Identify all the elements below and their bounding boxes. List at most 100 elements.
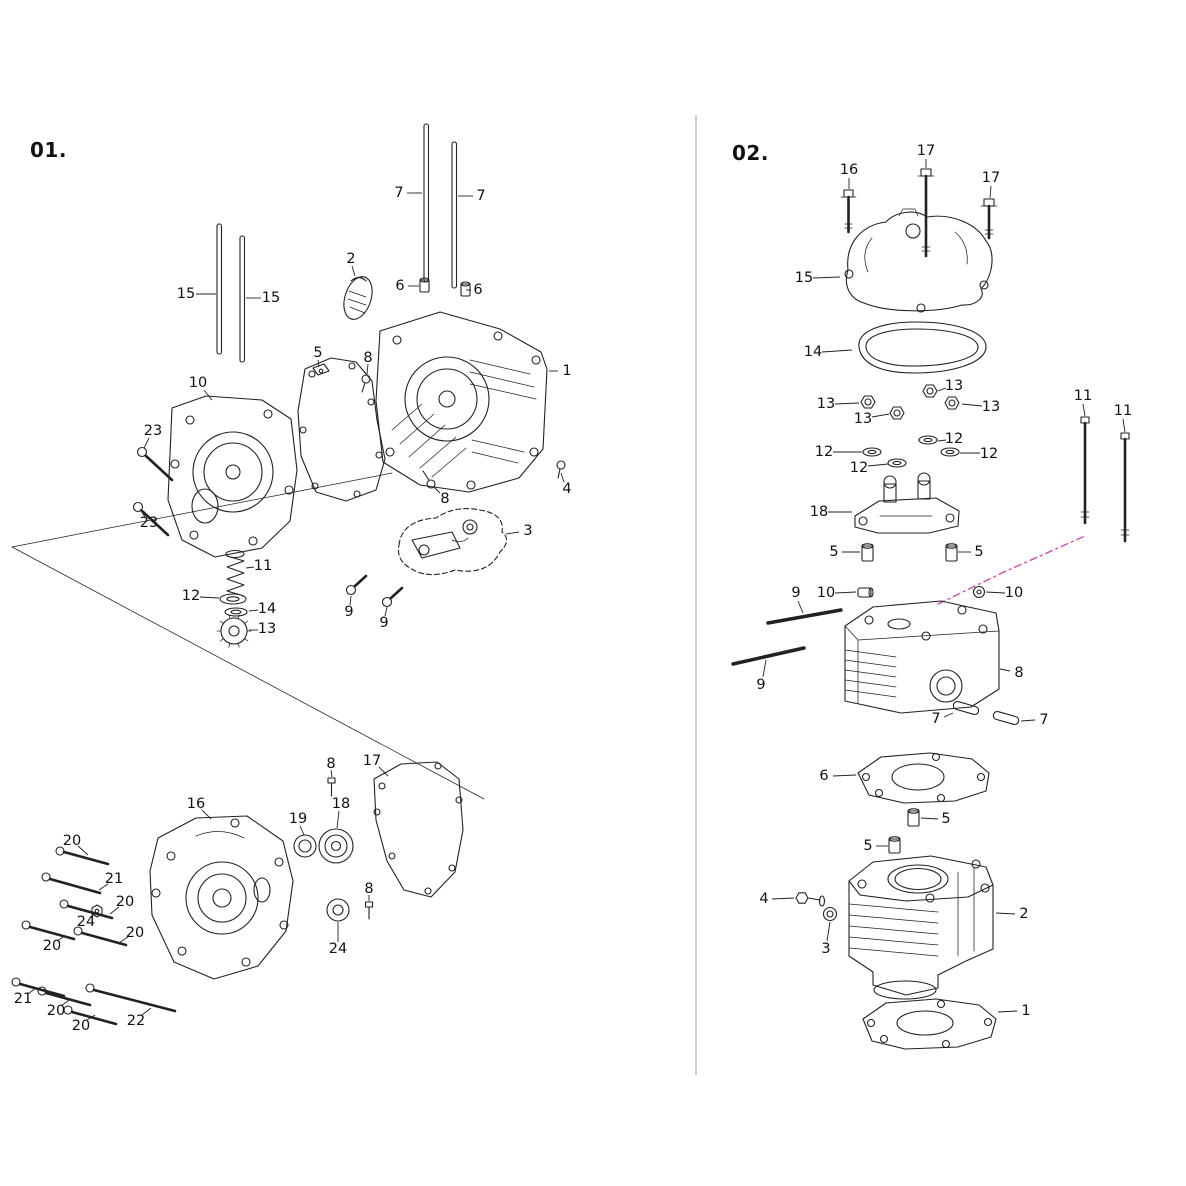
dowel-pin-7-a <box>952 700 980 716</box>
callout-leader-01-21 <box>384 606 388 617</box>
callout-leader-01-30 <box>98 883 109 891</box>
callout-leader-01-22 <box>330 769 333 778</box>
panel-02-label: 02. <box>732 141 769 165</box>
callout-leader-02-3 <box>812 276 841 279</box>
bolt-4 <box>795 892 826 907</box>
oil-cap-2 <box>343 276 373 320</box>
dowel-5-c <box>907 808 920 827</box>
callout-leader-01-32 <box>89 912 96 919</box>
callout-leader-01-20 <box>349 595 352 606</box>
callout-label-01-part-6: 6 <box>473 282 482 298</box>
callout-label-01-part-10: 10 <box>189 375 207 391</box>
callout-leader-01-34 <box>56 935 66 942</box>
callout-label-01-part-14: 14 <box>258 601 276 617</box>
callout-label-02-part-11: 11 <box>1114 403 1132 419</box>
base-gasket-1 <box>862 998 997 1050</box>
callout-leader-02-8 <box>961 403 983 407</box>
callout-label-01-part-22: 22 <box>127 1013 145 1029</box>
washer-14 <box>224 607 248 617</box>
callout-label-01-part-20: 20 <box>72 1018 90 1034</box>
bolt-8-bottom <box>364 901 374 920</box>
cylinder-2 <box>848 855 994 1000</box>
stud-bolt-11-b <box>1120 432 1130 543</box>
pin-10-a <box>857 587 874 598</box>
callout-label-02-part-18: 18 <box>810 504 828 520</box>
callout-label-01-part-17: 17 <box>363 753 381 769</box>
callout-label-01-part-2: 2 <box>346 251 355 267</box>
callout-leader-01-7 <box>317 359 320 368</box>
callout-label-01-part-7: 7 <box>476 188 485 204</box>
plug-10-b <box>972 585 986 599</box>
callout-label-01-part-9: 9 <box>379 615 388 631</box>
washer-12-d <box>940 447 960 457</box>
callout-leader-01-24 <box>201 809 212 820</box>
callout-label-01-part-13: 13 <box>258 621 276 637</box>
crankcase-half-1 <box>375 311 548 493</box>
callout-leader-02-30 <box>995 912 1016 915</box>
callout-leader-01-12 <box>139 508 146 518</box>
long-bolt-22 <box>85 983 177 1013</box>
nut-13-d <box>944 396 960 410</box>
callout-label-01-part-23: 23 <box>144 423 162 439</box>
stud-rod-7-b <box>451 141 458 289</box>
rocker-holder-18 <box>854 472 960 534</box>
callout-label-02-part-7: 7 <box>931 711 940 727</box>
bolt-23-a <box>136 446 174 482</box>
push-rod-9-b <box>731 646 806 666</box>
callout-label-01-part-5: 5 <box>313 345 322 361</box>
callout-label-02-part-14: 14 <box>804 344 822 360</box>
callout-label-01-part-20: 20 <box>47 1003 65 1019</box>
callout-label-02-part-12: 12 <box>850 460 868 476</box>
callout-label-01-part-16: 16 <box>187 796 205 812</box>
stud-rod-15-a <box>216 223 223 355</box>
bolt-23-b <box>132 501 170 537</box>
callout-label-01-part-12: 12 <box>182 588 200 604</box>
callout-label-01-part-18: 18 <box>332 796 350 812</box>
callout-label-02-part-2: 2 <box>1019 906 1028 922</box>
callout-label-02-part-5: 5 <box>974 544 983 560</box>
callout-leader-02-21 <box>762 659 767 678</box>
callout-leader-01-16 <box>245 566 255 569</box>
nut-13-b <box>889 406 905 420</box>
cover-bolt-20-a <box>55 846 110 866</box>
callout-label-02-part-3: 3 <box>821 941 830 957</box>
bolt-8-lower <box>327 777 336 797</box>
callout-label-02-part-9: 9 <box>756 677 765 693</box>
callout-leader-01-37 <box>86 1014 96 1021</box>
callout-label-01-part-15: 15 <box>262 290 280 306</box>
callout-label-02-part-17: 17 <box>982 170 1000 186</box>
screw-4 <box>556 460 566 479</box>
dowel-5-b <box>945 543 958 562</box>
callout-leader-01-23 <box>378 766 389 777</box>
washer-12-a <box>862 447 882 457</box>
callout-leader-02-11 <box>937 439 947 442</box>
callout-leader-02-13 <box>1082 403 1086 417</box>
callout-leader-01-36 <box>60 999 70 1007</box>
callout-label-02-part-12: 12 <box>945 431 963 447</box>
callout-leader-02-25 <box>832 774 857 777</box>
callout-leader-02-22 <box>999 668 1011 672</box>
callout-leader-02-20 <box>985 591 1006 594</box>
callout-label-02-part-1: 1 <box>1021 1003 1030 1019</box>
callout-leader-02-6 <box>871 413 890 418</box>
bolt-8-mid <box>422 470 436 489</box>
callout-leader-01-8 <box>366 363 369 375</box>
callout-leader-02-19 <box>834 591 857 594</box>
callout-label-01-part-7: 7 <box>394 185 403 201</box>
callout-label-02-part-6: 6 <box>819 768 828 784</box>
callout-leader-01-31 <box>109 906 120 915</box>
callout-label-02-part-13: 13 <box>945 378 963 394</box>
callout-label-01-part-21: 21 <box>14 991 32 1007</box>
washer-12-b <box>887 458 907 468</box>
callout-label-02-part-17: 17 <box>917 143 935 159</box>
oil-pump-gear-13 <box>216 614 252 648</box>
callout-label-02-part-13: 13 <box>982 399 1000 415</box>
callout-label-02-part-10: 10 <box>817 585 835 601</box>
callout-label-01-part-20: 20 <box>43 938 61 954</box>
callout-label-01-part-11: 11 <box>254 558 272 574</box>
bolt-9-a <box>345 574 368 596</box>
callout-label-01-part-1: 1 <box>562 363 571 379</box>
callout-label-01-part-21: 21 <box>105 871 123 887</box>
